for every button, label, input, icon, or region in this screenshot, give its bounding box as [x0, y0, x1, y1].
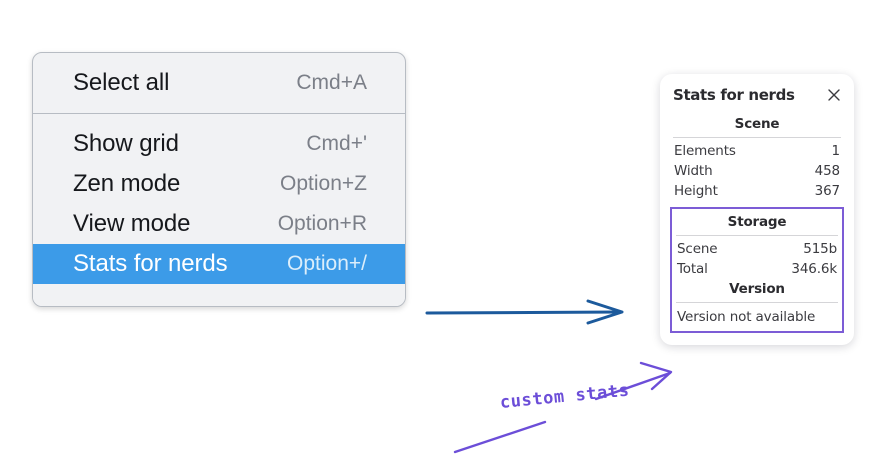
menu-item-shortcut: Option+R	[277, 212, 367, 235]
section-heading-storage: Storage	[727, 214, 787, 230]
stats-section-scene: Scene Elements 1 Width 458 Height 367	[671, 114, 843, 201]
menu-item-shortcut: Option+/	[287, 252, 367, 275]
stats-row-label: Width	[674, 163, 713, 179]
context-menu-group-2: Show grid Cmd+' Zen mode Option+Z View m…	[33, 114, 405, 284]
stats-row-height: Height 367	[671, 181, 843, 201]
stats-for-nerds-panel: Stats for nerds Scene Elements 1 Width 4…	[660, 74, 854, 345]
menu-item-label: Zen mode	[73, 170, 181, 197]
context-menu[interactable]: Select all Cmd+A Show grid Cmd+' Zen mod…	[32, 52, 406, 307]
purple-underline-stroke	[453, 420, 547, 454]
stats-row-value: 458	[814, 163, 840, 179]
menu-item-view-mode[interactable]: View mode Option+R	[33, 204, 405, 244]
section-heading-version: Version	[729, 281, 785, 297]
section-divider	[673, 137, 841, 138]
stats-row-value: 515b	[803, 241, 837, 257]
stats-row-label: Elements	[674, 143, 736, 159]
menu-item-label: Show grid	[73, 130, 179, 157]
stats-panel-header: Stats for nerds	[671, 86, 843, 104]
stats-row-label: Height	[674, 183, 718, 199]
menu-item-shortcut: Cmd+'	[306, 132, 367, 155]
stats-row-storage-total: Total 346.6k	[674, 259, 840, 279]
annotation-label-custom-stats: custom stats	[499, 380, 631, 413]
stats-panel-title: Stats for nerds	[673, 86, 795, 104]
stats-row-storage-scene: Scene 515b	[674, 239, 840, 259]
menu-item-shortcut: Cmd+A	[296, 71, 367, 94]
stats-row-value: 1	[831, 143, 841, 159]
menu-item-show-grid[interactable]: Show grid Cmd+'	[33, 124, 405, 164]
stats-row-label: Scene	[677, 241, 718, 257]
context-menu-footer-padding	[33, 284, 405, 306]
version-not-available-text: Version not available	[677, 309, 816, 325]
stats-section-version: Version Version not available	[674, 279, 840, 327]
stats-row-label: Total	[677, 261, 708, 277]
menu-item-select-all[interactable]: Select all Cmd+A	[33, 63, 405, 103]
stats-row-value: 346.6k	[791, 261, 837, 277]
close-icon[interactable]	[826, 87, 842, 103]
menu-item-label: Select all	[73, 69, 170, 96]
menu-item-label: Stats for nerds	[73, 250, 228, 277]
stats-row-value: 367	[814, 183, 840, 199]
custom-stats-highlight-box: Storage Scene 515b Total 346.6k Version …	[670, 207, 844, 333]
stats-row-width: Width 458	[671, 161, 843, 181]
menu-item-shortcut: Option+Z	[280, 172, 367, 195]
section-divider	[676, 235, 838, 236]
context-menu-group-1: Select all Cmd+A	[33, 53, 405, 114]
section-heading-scene: Scene	[734, 116, 780, 132]
stats-section-storage: Storage Scene 515b Total 346.6k	[674, 212, 840, 279]
stats-row-elements: Elements 1	[671, 141, 843, 161]
menu-item-zen-mode[interactable]: Zen mode Option+Z	[33, 164, 405, 204]
section-divider	[676, 302, 838, 303]
blue-arrow	[425, 299, 624, 325]
menu-item-stats-for-nerds[interactable]: Stats for nerds Option+/	[33, 244, 405, 284]
menu-item-label: View mode	[73, 210, 191, 237]
